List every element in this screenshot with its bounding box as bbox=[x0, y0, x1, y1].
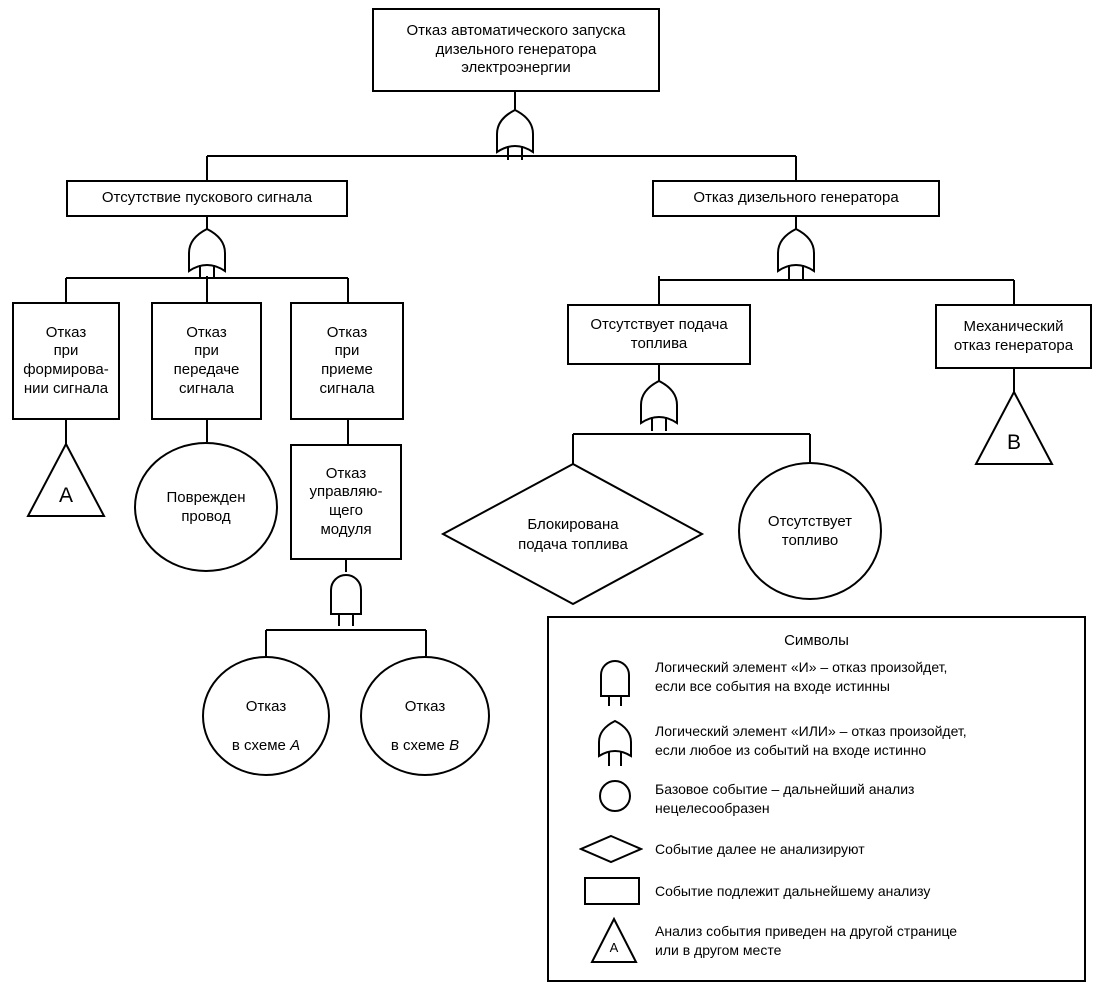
triangle-icon-letter: A bbox=[609, 940, 619, 955]
mechanical-failure-box: Механический отказ генератора bbox=[935, 304, 1092, 369]
or-gate-description: Логический элемент «ИЛИ» – отказ произой… bbox=[655, 723, 967, 758]
or-gate-icon bbox=[598, 719, 632, 766]
transfer-b-triangle bbox=[974, 389, 1054, 465]
fail-forming-box: Отказ при формирова- нии сигнала bbox=[12, 302, 120, 420]
circuit-b-circle: Отказ в схеме B bbox=[360, 656, 490, 776]
fuel-blocked-label: Блокирована подача топлива bbox=[518, 515, 628, 553]
no-fuel-circle: Отсутствует топливо bbox=[738, 462, 882, 600]
and-gate-icon bbox=[600, 660, 630, 706]
transfer-a-triangle bbox=[26, 441, 106, 517]
and-gate-description: Логический элемент «И» – отказ произойде… bbox=[655, 659, 948, 694]
diesel-failure-box: Отказ дизельного генератора bbox=[652, 180, 940, 217]
generator-or-gate bbox=[777, 228, 815, 280]
circuit-b-line1: Отказ bbox=[404, 697, 446, 715]
circuit-a-circle: Отказ в схеме A bbox=[202, 656, 330, 776]
circuit-a-line1: Отказ bbox=[245, 697, 287, 715]
basic-event-description: Базовое событие – дальнейший анализ неце… bbox=[655, 781, 915, 816]
no-start-signal-box: Отсутствие пускового сигнала bbox=[66, 180, 348, 217]
fuel-or-gate bbox=[640, 380, 678, 432]
top-or-gate bbox=[496, 109, 534, 161]
signal-or-gate bbox=[188, 228, 226, 280]
module-and-gate bbox=[330, 574, 362, 627]
intermediate-event-description: Событие подлежит дальнейшему анализу bbox=[655, 883, 931, 899]
no-fuel-supply-box: Отсутствует подача топлива bbox=[567, 304, 751, 365]
circuit-b-letter: B bbox=[449, 736, 460, 754]
control-module-box: Отказ управляю- щего модуля bbox=[290, 444, 402, 560]
fail-transmit-box: Отказ при передаче сигнала bbox=[151, 302, 262, 420]
circuit-b-line2: в схеме bbox=[390, 736, 450, 754]
circuit-a-letter: A bbox=[290, 736, 301, 754]
legend-title: Символы bbox=[784, 632, 849, 649]
triangle-icon bbox=[590, 916, 638, 963]
fuel-blocked-diamond bbox=[440, 462, 705, 606]
transfer-description: Анализ события приведен на другой страни… bbox=[655, 923, 958, 958]
transfer-b-letter: B bbox=[1006, 431, 1021, 454]
top-event-box: Отказ автоматического запуска дизельного… bbox=[372, 8, 660, 92]
damaged-wire-circle: Поврежден провод bbox=[134, 442, 278, 572]
diamond-icon bbox=[579, 834, 643, 864]
legend-box: Символы Логический элемент «И» – отказ п… bbox=[547, 616, 1086, 982]
fail-receive-box: Отказ при приеме сигнала bbox=[290, 302, 404, 420]
undeveloped-event-description: Событие далее не анализируют bbox=[655, 841, 865, 857]
circle-icon bbox=[599, 780, 631, 812]
circuit-a-line2: в схеме bbox=[231, 736, 291, 754]
transfer-a-letter: A bbox=[58, 484, 73, 507]
rectangle-icon bbox=[584, 877, 640, 905]
